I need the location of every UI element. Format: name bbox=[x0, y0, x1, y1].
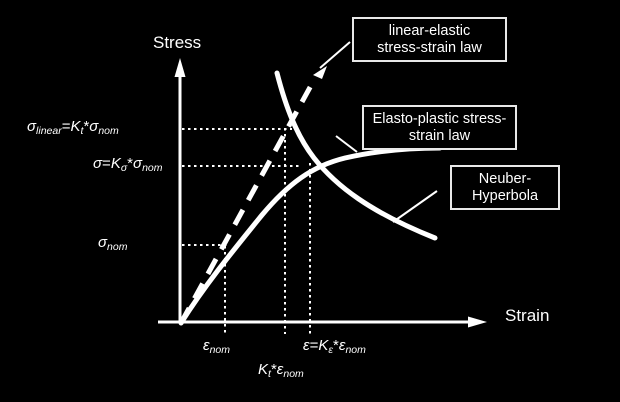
sigma-glyph: σ bbox=[93, 155, 103, 172]
y-tick-label-sigma-local: σ=Kσ*σnom bbox=[93, 155, 163, 174]
star-glyph: * bbox=[270, 361, 277, 378]
callout-linear-elastic-line2: stress-strain law bbox=[377, 39, 482, 56]
y-axis-title: Stress bbox=[153, 33, 202, 52]
kt-glyph: K bbox=[258, 361, 269, 378]
y-tick-label-sigma-nom: σnom bbox=[98, 234, 128, 253]
star-glyph: * bbox=[83, 118, 90, 135]
callout-neuber-line2: Hyperbola bbox=[471, 187, 539, 204]
equals-glyph: = bbox=[61, 118, 71, 135]
x-axis bbox=[158, 316, 487, 328]
callout-linear-elastic: linear-elastic stress-strain law bbox=[352, 17, 507, 62]
x-tick-label-eps-nom: εnom bbox=[203, 337, 231, 356]
epsilon-nom-subscript: nom bbox=[283, 368, 304, 380]
keps-glyph: K bbox=[318, 337, 329, 354]
horizontal-guide-lines bbox=[182, 128, 300, 246]
epsilon-glyph: ε bbox=[276, 361, 284, 378]
callout-elasto-plastic-line1: Elasto-plastic stress- bbox=[372, 111, 507, 127]
ksigma-glyph: K bbox=[110, 155, 121, 172]
keps-subscript: ε bbox=[328, 344, 333, 356]
y-tick-label-sigma-linear: σlinear=Kt*σnom bbox=[27, 118, 119, 137]
callout-neuber-hyperbola: Neuber- Hyperbola bbox=[450, 165, 560, 210]
sigma-nom-subscript: nom bbox=[98, 125, 119, 137]
sigma-nom-subscript: nom bbox=[107, 241, 128, 253]
leader-elasto-plastic bbox=[335, 135, 358, 153]
vertical-guide-lines bbox=[224, 128, 311, 334]
sigma-glyph: σ bbox=[98, 234, 108, 251]
callout-neuber-line1: Neuber- bbox=[478, 171, 532, 187]
sigma-nom-glyph: σ bbox=[133, 155, 143, 172]
kt-subscript: t bbox=[80, 125, 84, 137]
x-tick-label-kt-eps-nom: Kt*εnom bbox=[258, 361, 304, 380]
y-axis bbox=[174, 58, 186, 322]
sigma-nom-subscript: nom bbox=[142, 162, 163, 174]
neuber-hyperbola-curve bbox=[274, 70, 438, 241]
star-glyph: * bbox=[333, 337, 339, 354]
callout-linear-elastic-line1: linear-elastic bbox=[388, 23, 471, 39]
star-glyph: * bbox=[127, 155, 134, 172]
equals-glyph: = bbox=[309, 337, 319, 354]
sigma-glyph: σ bbox=[27, 118, 37, 135]
kt-glyph: K bbox=[70, 118, 81, 135]
elasto-plastic-curve bbox=[178, 145, 443, 326]
epsilon-glyph: ε bbox=[303, 337, 310, 354]
epsilon-nom-glyph: ε bbox=[338, 337, 346, 354]
callout-elasto-plastic: Elasto-plastic stress- strain law bbox=[362, 105, 517, 150]
linear-elastic-dashed-line bbox=[178, 78, 317, 325]
ksigma-subscript: σ bbox=[120, 162, 128, 174]
x-tick-label-eps-local: ε=Kε*εnom bbox=[303, 337, 366, 356]
sigma-linear-subscript: linear bbox=[36, 125, 62, 137]
sigma-nom-glyph: σ bbox=[89, 118, 99, 135]
x-axis-title: Strain bbox=[505, 306, 550, 325]
callout-elasto-plastic-line2: strain law bbox=[408, 127, 471, 144]
equals-glyph: = bbox=[102, 155, 111, 172]
kt-subscript: t bbox=[268, 368, 271, 380]
leader-linear-elastic bbox=[313, 41, 351, 79]
epsilon-nom-subscript: nom bbox=[209, 344, 231, 356]
epsilon-nom-subscript: nom bbox=[345, 344, 366, 356]
leader-neuber bbox=[392, 190, 438, 223]
epsilon-glyph: ε bbox=[203, 337, 210, 354]
